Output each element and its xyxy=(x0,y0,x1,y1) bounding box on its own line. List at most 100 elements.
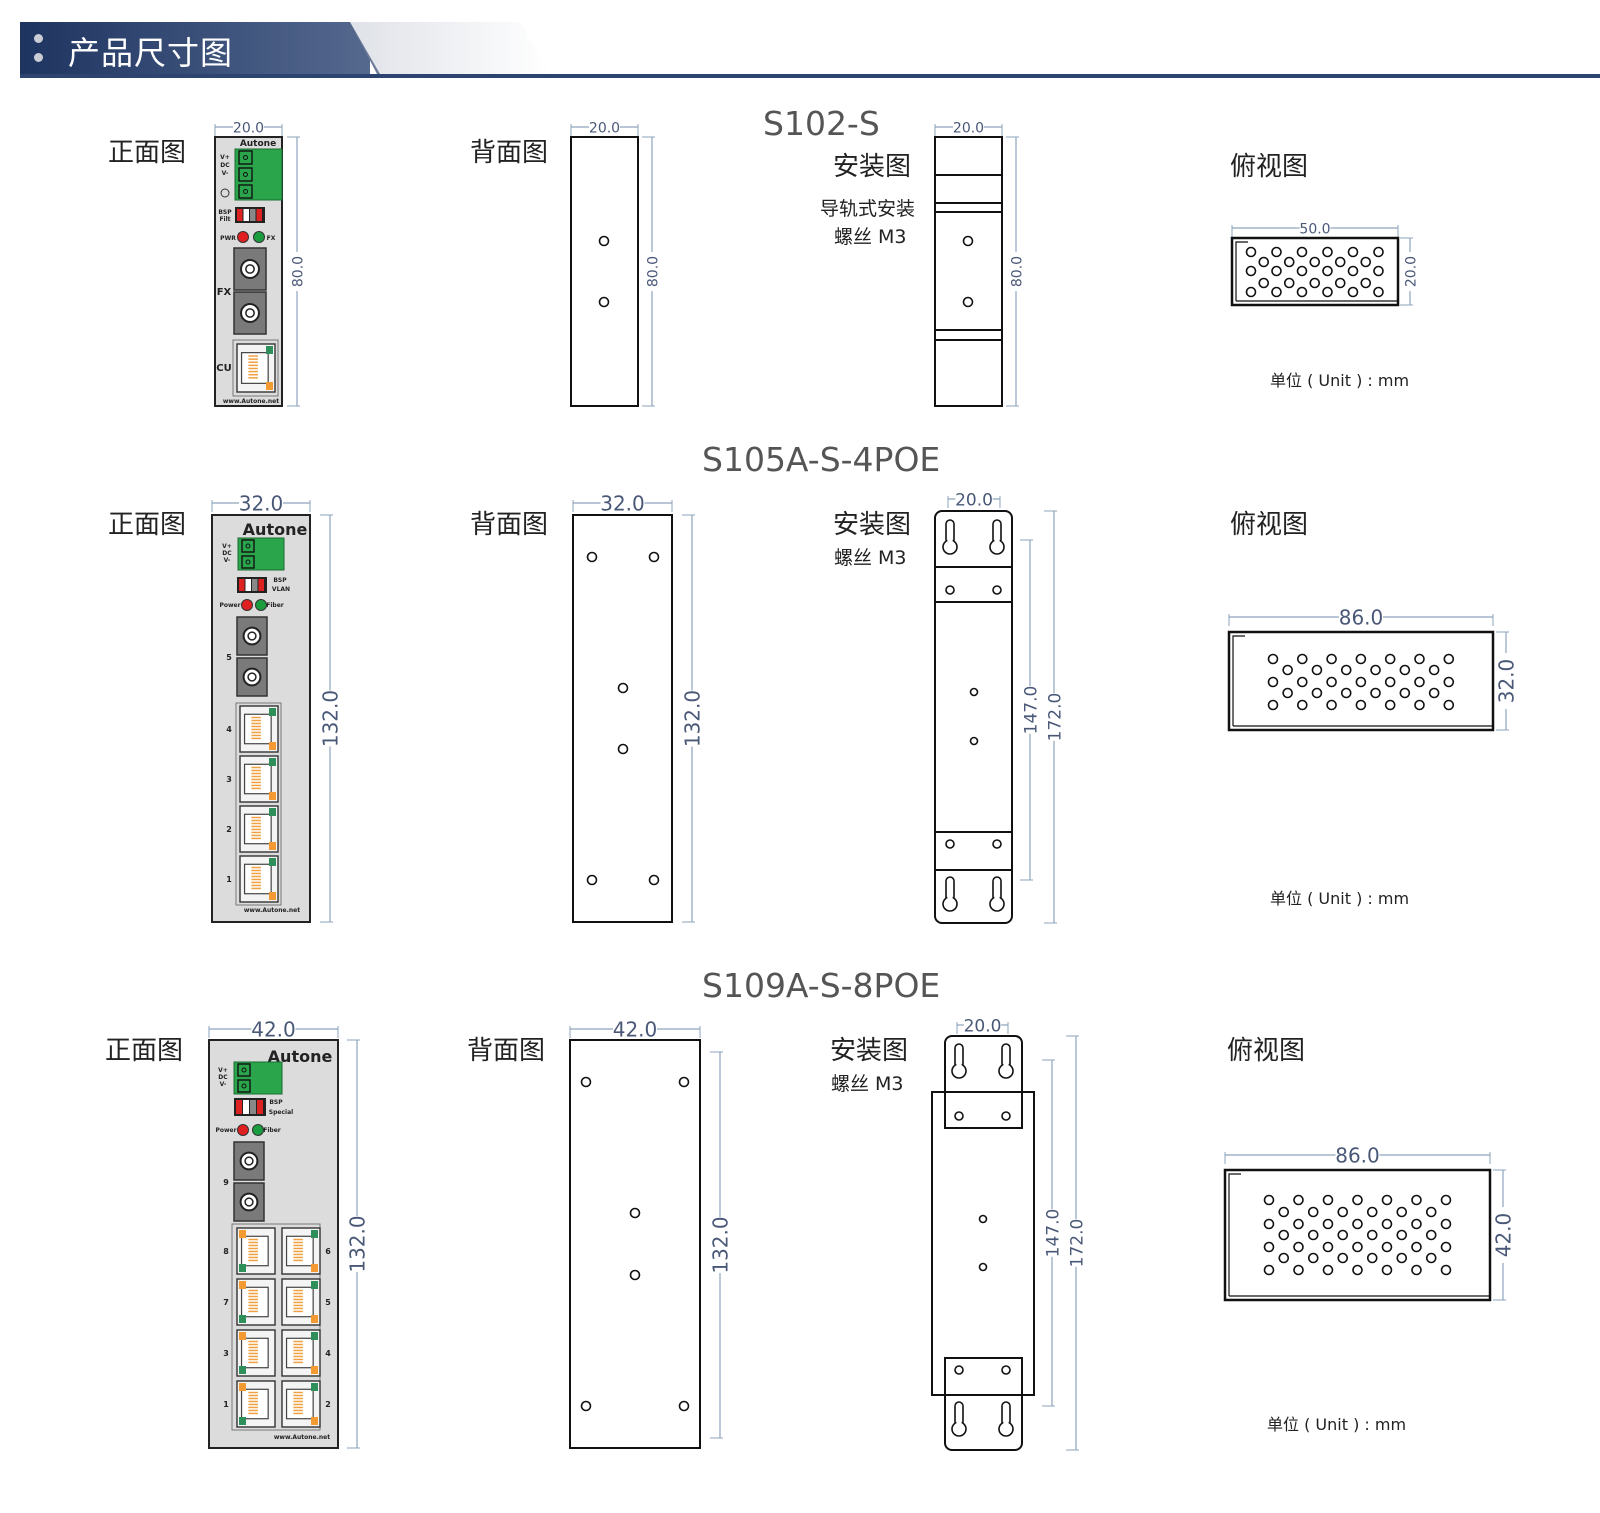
dimension-label-bg xyxy=(600,491,645,513)
terminal-screw xyxy=(238,150,253,165)
top-view-s109: 86.0 42.0 xyxy=(1223,1143,1516,1302)
vent-hole-icon xyxy=(1411,1218,1422,1230)
back-view-label: 背面图 xyxy=(470,510,549,540)
vent-hole-icon xyxy=(1352,1241,1363,1253)
fiber-core xyxy=(245,264,255,274)
port-label: 4 xyxy=(325,1349,331,1358)
rj45-port-icon xyxy=(236,343,276,393)
screw-hole-icon xyxy=(1001,1365,1011,1375)
led-label: Fiber xyxy=(266,602,284,609)
vent-hole-icon xyxy=(1411,1264,1422,1276)
dimension-label-bg xyxy=(589,118,620,134)
width-dimension: 50.0 xyxy=(1231,219,1399,237)
vent-hole-icon xyxy=(1263,1194,1275,1206)
dimension-label-bg xyxy=(1339,605,1383,627)
power-label: DC xyxy=(222,550,232,557)
unit-label: 单位 ( Unit ) : mm xyxy=(1270,371,1410,390)
link-led xyxy=(311,1383,318,1391)
install-view-label: 安装图 xyxy=(830,1036,909,1066)
vent-hole-icon xyxy=(1307,1252,1319,1264)
width-dimension: 86.0 xyxy=(1224,1143,1491,1168)
terminal-screw-hole xyxy=(243,189,248,194)
height-dimension: 20.0 xyxy=(1400,237,1419,306)
width-dimension: 20.0 xyxy=(956,1014,1009,1036)
dip-label: BSP xyxy=(218,209,232,216)
vent-hole-icon xyxy=(1399,687,1411,699)
back-plate xyxy=(570,136,639,407)
dimension-value: 20.0 xyxy=(964,1016,1002,1036)
height-dimension: 32.0 xyxy=(1495,631,1519,731)
power-label: V- xyxy=(224,557,231,564)
dimension-value: 172.0 xyxy=(1067,1219,1087,1268)
vent-hole-icon xyxy=(1440,1218,1452,1230)
top-view-outline xyxy=(1230,236,1400,307)
vent-hole-icon xyxy=(1443,676,1455,688)
act-led xyxy=(311,1264,318,1272)
vent-hole-icon xyxy=(1440,1241,1452,1253)
port-label: 7 xyxy=(223,1298,229,1307)
led-label: FX xyxy=(267,235,276,242)
fiber-core xyxy=(247,672,257,682)
vent-hole-icon xyxy=(1411,1194,1422,1206)
vent-hole-icon xyxy=(1340,687,1352,699)
vent-hole-icon xyxy=(1263,1264,1275,1276)
vent-hole-icon xyxy=(1425,1229,1437,1241)
port-label: 2 xyxy=(325,1400,331,1409)
vent-hole-icon xyxy=(1370,687,1381,699)
vent-hole-icon xyxy=(1373,265,1384,277)
dip-toggle xyxy=(236,1100,242,1114)
screw-hole-icon xyxy=(992,839,1002,849)
keyhole-icon xyxy=(942,519,958,555)
link-led xyxy=(269,808,276,816)
dip-switch-icon xyxy=(234,1098,266,1116)
dimension-value: 32.0 xyxy=(1495,659,1519,704)
unit-label: 单位 ( Unit ) : mm xyxy=(1270,889,1410,908)
power-label: DC xyxy=(218,1074,228,1081)
dimension-label-bg xyxy=(239,491,283,513)
vent-hole-icon xyxy=(1347,246,1359,258)
dimension-value: 42.0 xyxy=(1492,1213,1516,1258)
vent-hole-icon xyxy=(1440,1264,1452,1276)
vent-hole-icon xyxy=(1337,1252,1349,1264)
terminal-screw xyxy=(237,1079,251,1093)
dimension-label-bg xyxy=(613,1017,657,1039)
dimension-value: 132.0 xyxy=(709,1216,733,1273)
screw-hole-icon xyxy=(978,1262,988,1272)
ground-icon xyxy=(220,188,230,198)
dimension-value: 132.0 xyxy=(319,690,343,747)
screw-hole-icon xyxy=(945,839,955,849)
vent-hole-icon xyxy=(1258,256,1270,268)
install-note: 螺丝 M3 xyxy=(834,547,907,569)
dimension-value: 80.0 xyxy=(290,256,306,287)
dimension-value: 147.0 xyxy=(1043,1209,1063,1258)
vent-hole-icon xyxy=(1263,1241,1275,1253)
screw-hole-icon xyxy=(1001,1111,1011,1121)
dimension-label-bg xyxy=(953,118,984,134)
dimension-value: 42.0 xyxy=(251,1018,296,1042)
top-view-lip xyxy=(1232,635,1245,726)
install-note: 螺丝 M3 xyxy=(831,1073,904,1095)
dimension-value: 20.0 xyxy=(955,490,993,510)
fiber-port-icon xyxy=(236,616,268,656)
height-dimension: 80.0 xyxy=(287,136,306,407)
vent-hole-icon xyxy=(1309,256,1321,268)
screw-hole-icon xyxy=(969,736,979,746)
vent-hole-icon xyxy=(1425,1206,1437,1218)
act-led xyxy=(239,1417,246,1425)
height-dimension: 132.0 xyxy=(709,1051,733,1439)
screw-hole-icon xyxy=(978,1214,988,1224)
top-view-s102: 50.020.0 xyxy=(1230,219,1419,307)
vent-hole-icon xyxy=(1334,277,1346,289)
vent-hole-icon xyxy=(1414,699,1425,711)
terminal-screw-hole xyxy=(245,559,251,565)
terminal-screw-hole xyxy=(241,1083,247,1089)
height-dimension: 147.0 xyxy=(1020,539,1041,881)
led-indicator xyxy=(237,231,249,243)
vent-hole-icon xyxy=(1352,1218,1363,1230)
dip-toggle xyxy=(250,1100,256,1114)
height-dimension: 42.0 xyxy=(1492,1169,1516,1301)
